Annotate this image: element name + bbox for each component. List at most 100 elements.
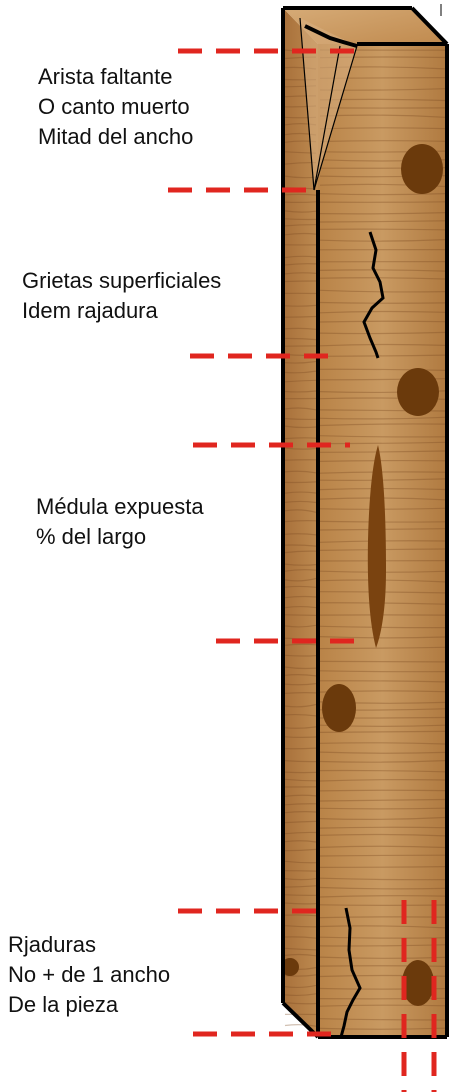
grain-line — [319, 423, 446, 427]
grain-line — [319, 916, 446, 919]
grain-line — [284, 811, 317, 814]
grain-line — [284, 831, 317, 835]
grain-line — [284, 544, 317, 547]
grain-line — [319, 816, 446, 820]
grain-line — [284, 337, 317, 341]
grain-line — [319, 936, 446, 939]
annotation-missing-edge: Arista faltante O canto muerto Mitad del… — [38, 62, 193, 152]
grain-line — [319, 331, 446, 335]
grain-line — [319, 760, 446, 763]
grain-line — [284, 936, 317, 939]
annotation-surface-checks: Grietas superficiales Idem rajadura — [22, 266, 221, 326]
grain-line — [284, 885, 317, 888]
knot-2 — [397, 368, 439, 416]
grain-line — [284, 360, 317, 364]
grain-line — [319, 956, 446, 959]
grain-line — [319, 807, 446, 810]
grain-line — [284, 280, 317, 283]
grain-line — [284, 760, 317, 763]
knots — [281, 144, 443, 1006]
grain-line — [284, 585, 317, 588]
grain-line — [284, 563, 317, 566]
split-lower — [339, 907, 362, 1038]
exposed-pith — [367, 445, 386, 648]
grain-line — [319, 320, 446, 323]
grain-line — [319, 269, 446, 272]
grain-line — [319, 646, 446, 650]
grain-line — [284, 803, 317, 806]
annotation-line: % del largo — [36, 524, 147, 549]
grain-line — [284, 370, 317, 374]
annotation-splits: Rjaduras No + de 1 ancho De la pieza — [8, 930, 170, 1020]
grain-line — [284, 218, 317, 221]
grain-line — [319, 1027, 446, 1030]
grain-line — [319, 769, 446, 773]
grain-line — [284, 925, 317, 928]
annotation-line: Mitad del ancho — [38, 124, 194, 149]
grain-line — [319, 833, 446, 837]
grain-line — [319, 680, 446, 683]
board-side-face — [283, 8, 318, 1037]
grain-line — [284, 379, 317, 383]
grain-line — [284, 210, 317, 213]
grain-line — [319, 127, 446, 130]
grain-line — [284, 840, 317, 843]
knot-1 — [401, 144, 443, 194]
grain-line — [284, 315, 317, 318]
knot-4 — [402, 960, 434, 1006]
grain-line — [319, 310, 446, 314]
grain-line — [284, 860, 317, 864]
grain-line — [284, 902, 317, 905]
grain-line — [284, 947, 317, 951]
grain-line — [284, 1024, 317, 1027]
annotation-line: Idem rajadura — [22, 298, 158, 323]
grain-line — [319, 301, 446, 304]
annotation-line: De la pieza — [8, 992, 119, 1017]
annotation-line: O canto muerto — [38, 94, 190, 119]
annotation-line: Grietas superficiales — [22, 268, 222, 293]
grain-line — [319, 895, 446, 898]
grain-line — [319, 1018, 446, 1021]
grain-line — [284, 683, 317, 686]
grain-line — [284, 914, 317, 917]
grain-line — [284, 894, 317, 896]
grain-line — [284, 390, 317, 393]
grain-line — [319, 277, 446, 280]
knot-3 — [322, 684, 356, 732]
annotation-line: Médula expuesta — [36, 494, 204, 519]
grain-line — [319, 228, 446, 231]
grain-line — [284, 1002, 317, 1005]
grain-line — [319, 193, 446, 196]
grain-line — [319, 826, 446, 829]
grain-line — [284, 605, 317, 609]
annotation-line: Arista faltante — [38, 64, 173, 89]
grain-line — [319, 670, 446, 673]
grain-line — [319, 450, 446, 453]
grain-line — [284, 569, 317, 572]
grain-line — [319, 904, 446, 907]
grain-line — [284, 201, 317, 203]
grain-line — [319, 354, 446, 357]
grain-line — [284, 726, 317, 729]
grain-line — [319, 368, 446, 371]
grain-line — [319, 845, 446, 849]
grain-line — [284, 304, 317, 307]
grain-line — [319, 854, 446, 857]
grain-line — [319, 944, 446, 947]
grain-line — [284, 771, 317, 774]
grain-line — [319, 435, 446, 438]
grain-line — [319, 789, 446, 792]
grain-line — [284, 520, 317, 523]
grain-line — [284, 327, 317, 330]
grain-line — [284, 550, 317, 554]
grain-line — [284, 224, 317, 227]
grain-line — [284, 614, 317, 616]
grain-line — [284, 500, 317, 504]
grain-line — [319, 965, 446, 967]
grain-line — [319, 779, 446, 782]
grain-line — [284, 193, 317, 196]
grain-line — [284, 736, 317, 738]
grain-line — [284, 953, 317, 957]
grain-line — [284, 425, 317, 429]
